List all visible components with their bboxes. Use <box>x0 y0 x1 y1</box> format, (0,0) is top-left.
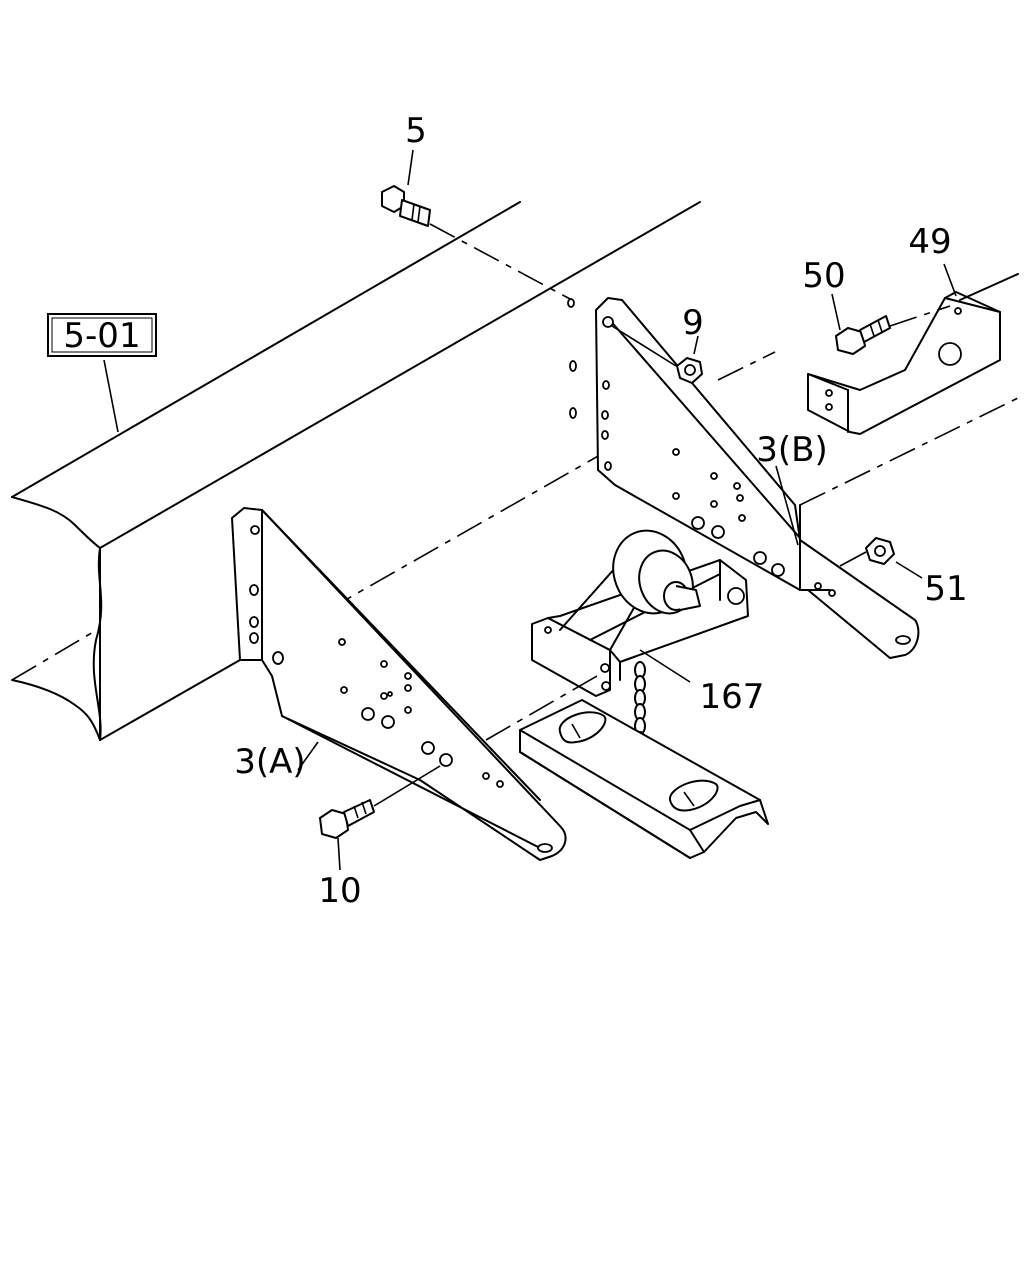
nut-51 <box>839 537 923 579</box>
bolt-50 <box>831 293 891 355</box>
callout-3a: 3(A) <box>234 742 305 782</box>
frame-outline-right <box>775 397 1019 591</box>
frame-rail <box>11 201 701 741</box>
bolt-5 <box>381 149 573 301</box>
callout-51: 51 <box>924 569 967 609</box>
callout-50: 50 <box>802 256 845 296</box>
carrier-tray <box>485 671 769 859</box>
winch-assembly-167 <box>531 529 749 697</box>
callout-3b: 3(B) <box>756 430 828 470</box>
callout-9: 9 <box>682 303 704 343</box>
callout-49: 49 <box>908 222 951 262</box>
plate-49 <box>807 263 1019 435</box>
callout-5: 5 <box>405 111 427 151</box>
nut-9 <box>611 325 703 384</box>
ref-box-label: 5-01 <box>63 316 140 356</box>
callout-10: 10 <box>318 871 361 911</box>
ref-box-5-01: 5-01 <box>47 313 157 357</box>
bolt-10 <box>319 765 441 871</box>
bracket-3b <box>567 297 920 659</box>
callout-167: 167 <box>700 677 765 717</box>
bracket-3a <box>231 507 567 861</box>
